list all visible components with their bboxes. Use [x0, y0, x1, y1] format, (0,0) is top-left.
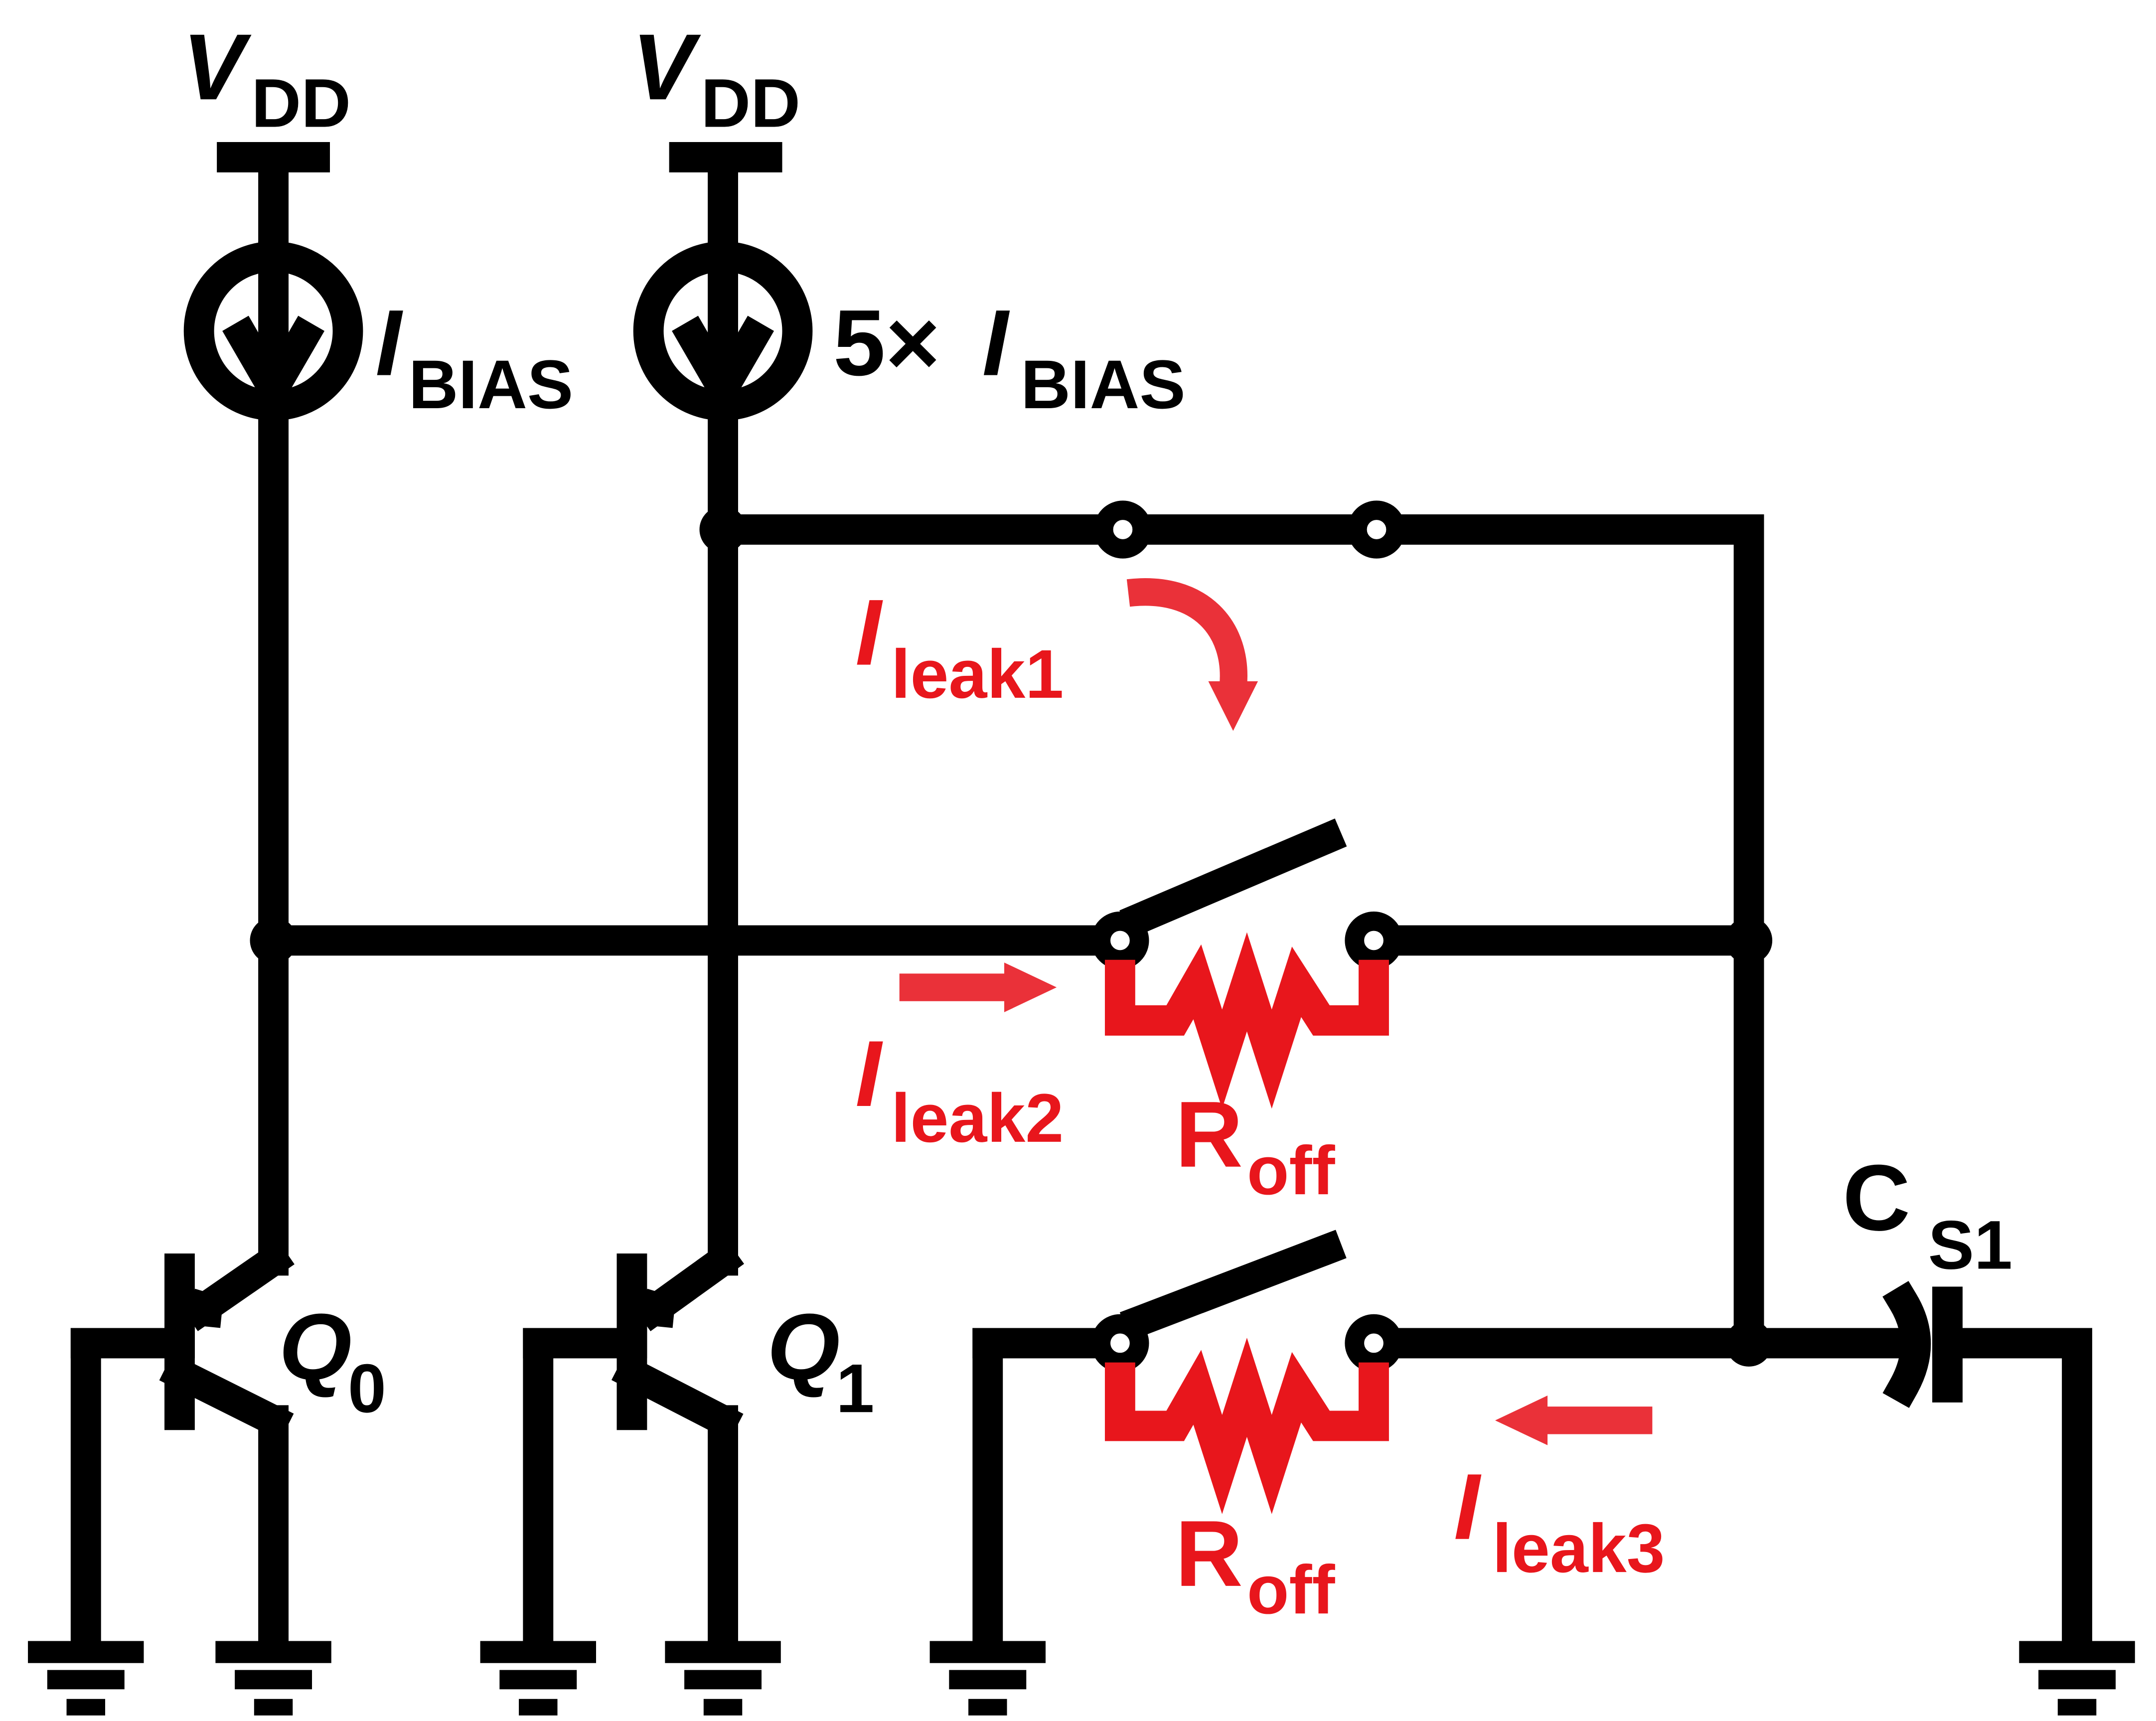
- roff-resistor-2: [1104, 1337, 1389, 1514]
- transistor-q0: Q 0: [70, 1239, 386, 1662]
- ileak2-annotation: I leak2: [855, 962, 1064, 1157]
- roff-resistor-1: [1104, 932, 1389, 1109]
- ibias5-subscript: BIAS: [1021, 346, 1186, 423]
- ileak1-subscript: leak1: [891, 636, 1064, 713]
- ground-icon: [28, 1641, 144, 1716]
- ileak1-annotation: I leak1: [855, 578, 1258, 731]
- ileak3-annotation: I leak3: [1454, 1396, 1665, 1587]
- current-source-5x-ibias: 5× I BIAS: [633, 241, 1186, 423]
- ileak1-label: I: [855, 580, 883, 685]
- ground-icon: [665, 1641, 781, 1716]
- roff-2-label: R: [1175, 1501, 1243, 1606]
- vdd-right-subscript: DD: [701, 65, 800, 142]
- ground-icon: [480, 1641, 596, 1716]
- transistor-q1: Q 1: [523, 1239, 874, 1662]
- q1-subscript: 1: [836, 1350, 874, 1427]
- roff-1-label: R: [1175, 1082, 1243, 1187]
- arrow-head-icon: [1004, 962, 1057, 1012]
- q0-label: Q: [279, 1294, 352, 1399]
- arrow-head-icon: [1495, 1396, 1548, 1445]
- ibias-label: I: [375, 291, 403, 395]
- wiring: [258, 387, 1919, 1662]
- roff-1-subscript: off: [1247, 1132, 1336, 1209]
- ibias-subscript: BIAS: [409, 346, 573, 423]
- ground-icon: [929, 1641, 1046, 1716]
- vdd-right-label: V: [632, 14, 701, 119]
- junction-dot: [1725, 1319, 1773, 1367]
- ground-icon: [2019, 1641, 2135, 1716]
- cs1-label: C: [1843, 1145, 1910, 1250]
- vdd-supply-left: V DD: [182, 14, 351, 272]
- top-terminals: [1093, 500, 1406, 559]
- switch-1: R off: [1091, 818, 1403, 1209]
- curved-arrow-icon: [1126, 578, 1247, 688]
- ibias5-prefix: 5×: [833, 291, 940, 395]
- junction-dot: [1725, 917, 1773, 964]
- ileak3-subscript: leak3: [1492, 1510, 1665, 1587]
- ground-symbols: [28, 1641, 2135, 1716]
- capacitor-cs1: C S1: [1843, 1145, 2093, 1662]
- current-source-ibias: I BIAS: [183, 241, 573, 423]
- junction-dot: [250, 917, 297, 964]
- ileak2-label: I: [855, 1021, 883, 1126]
- q0-subscript: 0: [348, 1350, 386, 1427]
- junction-dot: [699, 506, 747, 553]
- ground-icon: [215, 1641, 331, 1716]
- switch-2: R off: [1091, 1230, 1403, 1628]
- ileak2-subscript: leak2: [891, 1080, 1064, 1157]
- vdd-left-subscript: DD: [251, 65, 351, 142]
- q1-label: Q: [767, 1294, 840, 1399]
- vdd-supply-right: V DD: [632, 14, 800, 272]
- roff-2-subscript: off: [1247, 1552, 1336, 1628]
- cs1-subscript: S1: [1928, 1207, 2012, 1283]
- vdd-left-label: V: [182, 14, 252, 119]
- arrow-head-icon: [1208, 681, 1258, 731]
- ileak3-label: I: [1454, 1454, 1482, 1559]
- junctions: [250, 506, 1773, 1367]
- ibias5-label: I: [982, 291, 1010, 395]
